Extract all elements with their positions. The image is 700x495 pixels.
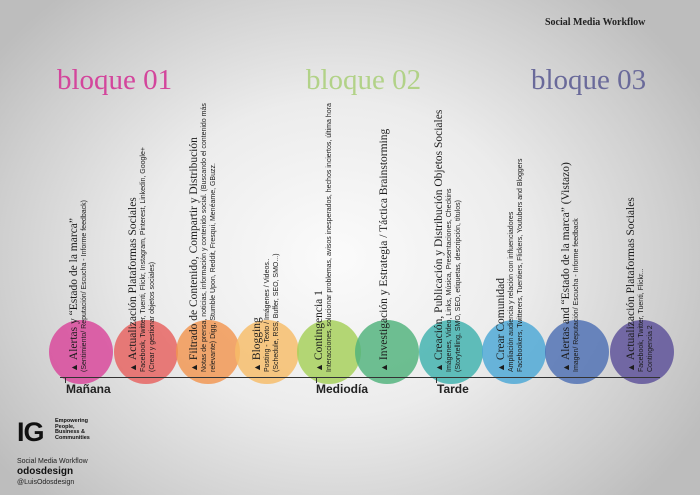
step-detail: (Crear y gestionar objetos sociales): [148, 261, 156, 372]
step-detail: Interacciones, solucionar problemas, avi…: [326, 103, 333, 372]
triangle-marker-icon: ▲: [69, 363, 79, 372]
step-title: Alertas y “Estado de la marca”: [68, 217, 80, 361]
page-title: Social Media Workflow: [545, 17, 646, 28]
triangle-marker-icon: ▲: [252, 363, 262, 372]
step-detail: (Storytelling, SMO, SEO, etiquetas, desc…: [454, 200, 462, 372]
step-text-10: ▲ Actualización Plataformas Sociales Face…: [625, 197, 655, 372]
logo-tagline-line: Empowering: [55, 418, 89, 424]
timeline-axis: [60, 377, 660, 378]
logo-brand: odosdesign: [17, 466, 74, 477]
timeline-tick: [436, 377, 437, 383]
step-circle-4: [235, 320, 299, 384]
step-title: Filtrado de Contenido, Compartir y Distr…: [188, 137, 200, 361]
step-detail: Contingencia 2: [646, 325, 654, 372]
triangle-marker-icon: ▲: [496, 363, 506, 372]
step-text-6: ▲ Investigación y Estrategia / Táctica Br…: [378, 129, 391, 372]
ig-logo: IG: [17, 419, 44, 446]
bloque-2-heading: bloque 02: [306, 64, 422, 96]
step-text-8: ▲ Crear Comunidad Ampliación audiencia y …: [495, 159, 525, 372]
step-detail: (Sentimiento/ Reputación/ Escucha - Info…: [81, 200, 88, 372]
step-text-5: ▲ Contingencia 1 Interacciones, soluciona…: [313, 103, 335, 372]
timeline-tick: [316, 377, 317, 383]
step-detail: Notas de prensa, noticias, información y…: [201, 103, 208, 372]
step-title: Contingencia 1: [313, 290, 325, 361]
step-circle-6: [355, 320, 419, 384]
logo-tagline-line: People,: [55, 423, 75, 430]
step-title: Creación, Publicación y Distribución Obj…: [433, 109, 445, 361]
triangle-marker-icon: ▲: [626, 363, 636, 372]
step-detail: (Schedule, RSS, Buffer, SEO, SMO...): [272, 253, 280, 372]
timeline-tick: [65, 377, 66, 383]
step-detail: relevante) Digg, Stumble Upon, Reddit, F…: [209, 163, 217, 372]
step-title: Blogging: [251, 317, 263, 361]
bloque-1-heading: bloque 01: [57, 64, 173, 96]
logo-tagline: Empowering People, Business & Communitie…: [55, 418, 90, 441]
step-circle-2: [114, 320, 178, 384]
triangle-marker-icon: ▲: [561, 363, 571, 372]
step-text-7: ▲ Creación, Publicación y Distribución Ob…: [433, 110, 463, 372]
step-text-4: ▲ Blogging Posting - Texto / Imágenes / V…: [251, 253, 281, 372]
step-detail: Facebookers, Twitterers, Tuentiers, Flic…: [516, 158, 524, 372]
step-detail: Facebook, Twitter, Tuenti, Flickr...: [638, 268, 645, 372]
time-label-manana: Mañana: [66, 382, 111, 396]
step-title: Alertas and “Estado de la marca” (Vistaz…: [560, 162, 572, 361]
step-circle-10: [610, 320, 674, 384]
step-circle-8: [482, 320, 546, 384]
triangle-marker-icon: ▲: [434, 363, 444, 372]
logo-subtitle: Social Media Workflow: [17, 458, 88, 465]
logo-mark: IG: [17, 417, 44, 447]
step-title: Crear Comunidad: [495, 278, 507, 361]
step-detail: Facebook, Twitter, Tuenti, Flickr, Insta…: [140, 147, 147, 372]
logo-tagline-line: Business &: [55, 429, 85, 435]
step-text-2: ▲ Actualización Plataformas Sociales Face…: [127, 147, 157, 372]
step-circle-9: [545, 320, 609, 384]
step-detail: Imagen/ Reputación/ Escucha - Informe fe…: [573, 218, 580, 372]
step-circle-1: [49, 320, 113, 384]
step-text-3: ▲ Filtrado de Contenido, Compartir y Dist…: [188, 103, 218, 372]
logo-tagline-line: Communities: [55, 434, 90, 441]
step-title: Actualización Plataformas Sociales: [625, 197, 637, 361]
step-title: Investigación y Estrategia / Táctica Bra…: [378, 128, 390, 361]
step-title: Actualización Plataformas Sociales: [127, 197, 139, 361]
bloque-3-heading: bloque 03: [531, 64, 647, 96]
triangle-marker-icon: ▲: [128, 363, 138, 372]
step-detail: Posting - Texto / Imágenes / Videos..: [264, 258, 271, 372]
triangle-marker-icon: ▲: [379, 363, 389, 372]
triangle-marker-icon: ▲: [314, 363, 324, 372]
step-circle-5: [297, 320, 361, 384]
step-circle-7: [419, 320, 483, 384]
step-detail: Imágenes, Video, Links, Música, Presenta…: [446, 188, 453, 372]
triangle-marker-icon: ▲: [189, 363, 199, 372]
step-circle-3: [176, 320, 240, 384]
time-label-tarde: Tarde: [437, 382, 469, 396]
logo-handle: @LuisOdosdesign: [17, 479, 75, 486]
step-text-1: ▲ Alertas y “Estado de la marca” (Sentimi…: [68, 200, 90, 372]
step-text-9: ▲ Alertas and “Estado de la marca” (Vista…: [560, 162, 582, 372]
step-detail: Ampliación audiencia y relación con infl…: [508, 211, 515, 372]
time-label-mediodia: Mediodía: [316, 382, 369, 396]
